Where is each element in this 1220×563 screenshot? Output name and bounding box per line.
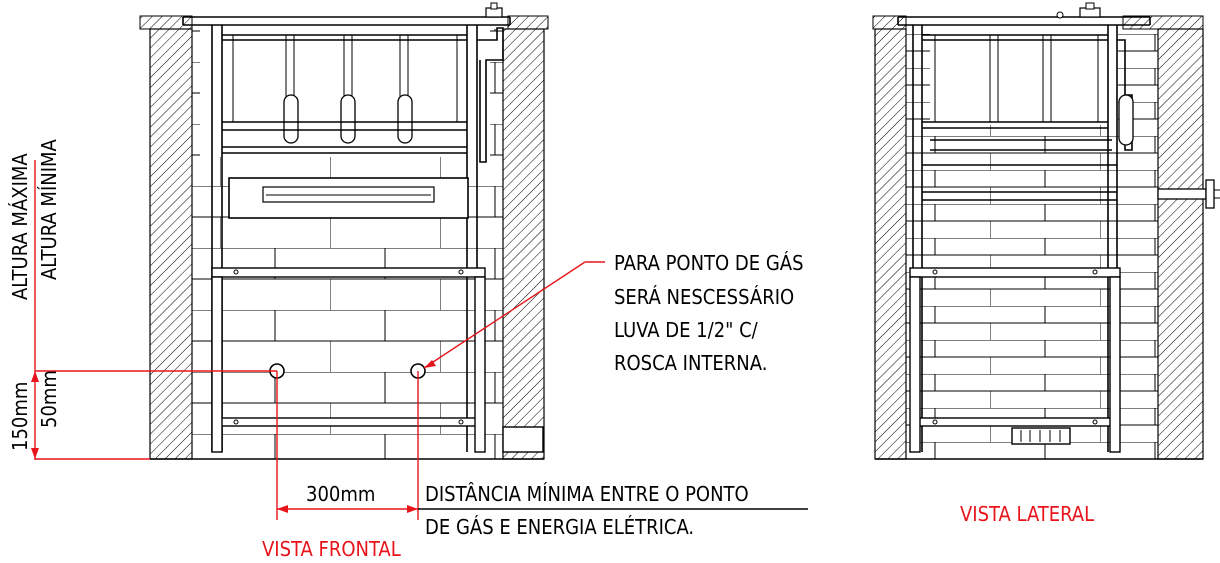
spacing-note-line-2: DE GÁS E ENERGIA ELÉTRICA. [425, 515, 694, 539]
electrical-box [502, 426, 544, 453]
gas-note-line-3: LUVA DE 1/2" C/ [614, 318, 759, 342]
height-max-value: 150mm [8, 382, 32, 451]
spacing-label: 300mm [306, 482, 375, 506]
wall-right [502, 28, 545, 460]
front-view [139, 2, 549, 460]
gas-note-line-4: ROSCA INTERNA. [614, 351, 767, 375]
gas-note-line-1: PARA PONTO DE GÁS [614, 251, 804, 275]
side-wall-right [1157, 28, 1204, 460]
skewer-1 [283, 94, 299, 144]
skewer-2 [340, 94, 356, 144]
height-min-value: 50mm [37, 370, 61, 428]
skewer-3 [397, 94, 413, 144]
wall-left [149, 28, 193, 460]
side-wall-left [874, 28, 907, 460]
height-min-label: ALTURA MÍNIMA [37, 138, 61, 280]
gas-note-line-2: SERÁ NESCESSÁRIO [614, 285, 794, 309]
lower-frame [211, 267, 486, 278]
side-view [872, 2, 1220, 460]
spacing-note-line-1: DISTÂNCIA MÍNIMA ENTRE O PONTO [425, 482, 749, 506]
side-view-title: VISTA LATERAL [960, 502, 1094, 526]
ground-right [507, 15, 549, 30]
front-annotations [31, 160, 808, 520]
ash-drawer-grille [1011, 427, 1071, 445]
front-view-title: VISTA FRONTAL [262, 537, 401, 561]
ground-left [139, 15, 193, 30]
height-max-label: ALTURA MÁXIMA [8, 153, 32, 300]
